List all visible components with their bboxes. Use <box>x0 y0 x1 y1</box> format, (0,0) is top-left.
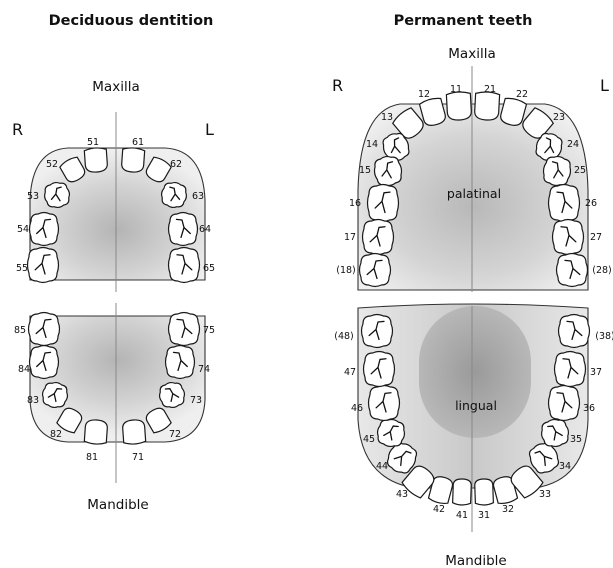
tooth-11 <box>446 91 471 120</box>
tooth-26 <box>549 185 580 222</box>
tooth-31 <box>475 479 494 506</box>
tooth-number-24: 24 <box>567 139 579 150</box>
lingual-label: lingual <box>455 398 497 413</box>
deciduous-right-label: R <box>12 120 23 139</box>
tooth-81 <box>84 419 108 444</box>
tooth-number-43: 43 <box>396 489 408 500</box>
tooth-number-22: 22 <box>516 89 528 100</box>
tooth-number-23: 23 <box>553 112 565 123</box>
tooth-18 <box>360 254 391 287</box>
tooth-number-85: 85 <box>14 325 26 336</box>
tooth-number-26: 26 <box>585 198 597 209</box>
tooth-number-11: 11 <box>450 84 462 95</box>
tooth-number-65: 65 <box>203 263 215 274</box>
tooth-74 <box>166 346 195 379</box>
tooth-number-41: 41 <box>456 510 468 521</box>
tooth-number-61: 61 <box>132 137 144 148</box>
tooth-84 <box>30 346 59 379</box>
tooth-38 <box>559 315 590 348</box>
tooth-number-62: 62 <box>170 159 182 170</box>
tooth-46 <box>369 386 400 421</box>
tooth-51 <box>84 147 108 172</box>
tooth-number-38: (38) <box>595 331 613 342</box>
tooth-number-75: 75 <box>203 325 215 336</box>
tooth-17 <box>363 220 394 255</box>
tooth-number-21: 21 <box>484 84 496 95</box>
tooth-number-16: 16 <box>349 198 361 209</box>
tooth-37 <box>555 352 586 387</box>
tooth-number-47: 47 <box>344 367 356 378</box>
tooth-61 <box>121 147 145 172</box>
tooth-36 <box>549 386 580 421</box>
tooth-number-14: 14 <box>366 139 378 150</box>
tooth-number-37: 37 <box>590 367 602 378</box>
tooth-number-73: 73 <box>190 395 202 406</box>
permanent-right-label: R <box>332 76 343 95</box>
tooth-65 <box>169 248 200 283</box>
tooth-number-51: 51 <box>87 137 99 148</box>
tooth-number-32: 32 <box>502 504 514 515</box>
tooth-number-17: 17 <box>344 232 356 243</box>
tongue <box>419 306 531 438</box>
tooth-number-83: 83 <box>27 395 39 406</box>
tooth-41 <box>453 479 472 506</box>
tooth-47 <box>364 352 395 387</box>
tooth-number-42: 42 <box>433 504 445 515</box>
tooth-28 <box>557 254 588 287</box>
tooth-number-44: 44 <box>376 461 388 472</box>
tooth-number-18: (18) <box>336 265 356 276</box>
tooth-number-71: 71 <box>132 452 144 463</box>
tooth-number-52: 52 <box>46 159 58 170</box>
deciduous-lower-arch: 71 72 73 74 75 81 82 83 84 85 <box>14 303 215 483</box>
tooth-71 <box>122 419 146 444</box>
tooth-75 <box>169 313 200 346</box>
tooth-21 <box>474 91 499 120</box>
permanent-upper-arch: palatinal 11 12 13 14 15 16 17 (18) 21 22 23 24 25 26… <box>336 66 612 292</box>
tooth-85 <box>29 313 60 346</box>
deciduous-title: Deciduous dentition <box>49 13 214 29</box>
permanent-maxilla-label: Maxilla <box>448 46 495 62</box>
tooth-number-54: 54 <box>17 224 29 235</box>
tooth-16 <box>368 185 399 222</box>
tooth-number-12: 12 <box>418 89 430 100</box>
palatinal-label: palatinal <box>447 186 501 201</box>
tooth-number-35: 35 <box>570 434 582 445</box>
tooth-number-27: 27 <box>590 232 602 243</box>
tooth-number-15: 15 <box>359 165 371 176</box>
tooth-55 <box>28 248 59 283</box>
tooth-48 <box>362 315 393 348</box>
tooth-number-84: 84 <box>18 364 30 375</box>
tooth-number-74: 74 <box>198 364 210 375</box>
tooth-number-72: 72 <box>169 429 181 440</box>
permanent-title: Permanent teeth <box>394 13 533 29</box>
tooth-number-48: (48) <box>334 331 354 342</box>
tooth-number-28: (28) <box>592 265 612 276</box>
tooth-number-34: 34 <box>559 461 571 472</box>
tooth-number-45: 45 <box>363 434 375 445</box>
tooth-54 <box>30 213 59 246</box>
tooth-number-46: 46 <box>351 403 363 414</box>
tooth-number-55: 55 <box>16 263 28 274</box>
tooth-number-31: 31 <box>478 510 490 521</box>
deciduous-maxilla-label: Maxilla <box>92 79 139 95</box>
permanent-mandible-label: Mandible <box>445 553 506 568</box>
tooth-27 <box>553 220 584 255</box>
tooth-number-25: 25 <box>574 165 586 176</box>
deciduous-left-label: L <box>205 120 214 139</box>
tooth-number-63: 63 <box>192 191 204 202</box>
tooth-number-13: 13 <box>381 112 393 123</box>
tooth-number-82: 82 <box>50 429 62 440</box>
tooth-number-33: 33 <box>539 489 551 500</box>
permanent-lower-arch: lingual 31 32 33 34 35 36 37 (38) 41 42 43 44 45 46 47… <box>334 304 613 532</box>
permanent-left-label: L <box>600 76 609 95</box>
tooth-number-36: 36 <box>583 403 595 414</box>
tooth-number-53: 53 <box>27 191 39 202</box>
deciduous-upper-arch: 51 52 53 54 55 61 62 63 64 65 <box>16 112 215 292</box>
tooth-number-64: 64 <box>199 224 211 235</box>
tooth-64 <box>169 213 198 246</box>
deciduous-mandible-label: Mandible <box>87 497 148 513</box>
tooth-number-81: 81 <box>86 452 98 463</box>
